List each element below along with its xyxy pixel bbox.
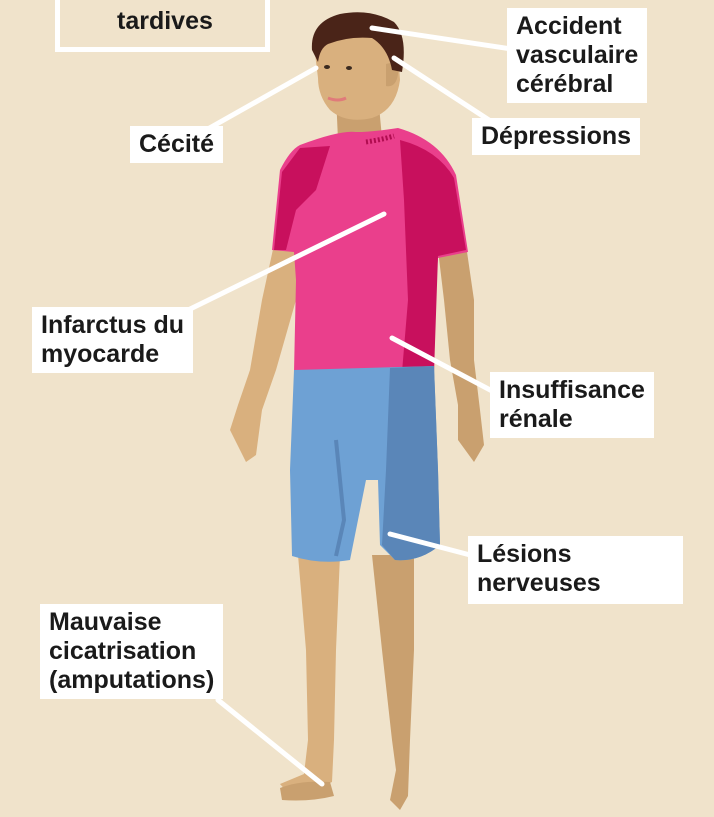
label-depressions: Dépressions (472, 118, 640, 155)
leader-line-cicatrisation (218, 700, 322, 784)
label-cecite: Cécité (130, 126, 223, 163)
label-insuffisance: Insuffisance rénale (490, 372, 654, 438)
shorts-shadow (382, 366, 440, 560)
leader-line-depressions (394, 58, 492, 122)
label-avc: Accident vasculaire cérébral (507, 8, 647, 103)
label-cicatrisation: Mauvaise cicatrisation (amputations) (40, 604, 223, 699)
eye-right (346, 66, 352, 70)
right-leg (372, 555, 414, 810)
label-infarctus: Infarctus du myocarde (32, 307, 193, 373)
label-lesions: Lésions nerveuses (468, 536, 683, 604)
leader-line-cecite (206, 68, 316, 130)
title-fragment: tardives (117, 7, 213, 36)
right-arm (438, 245, 484, 462)
eye-left (324, 65, 330, 69)
